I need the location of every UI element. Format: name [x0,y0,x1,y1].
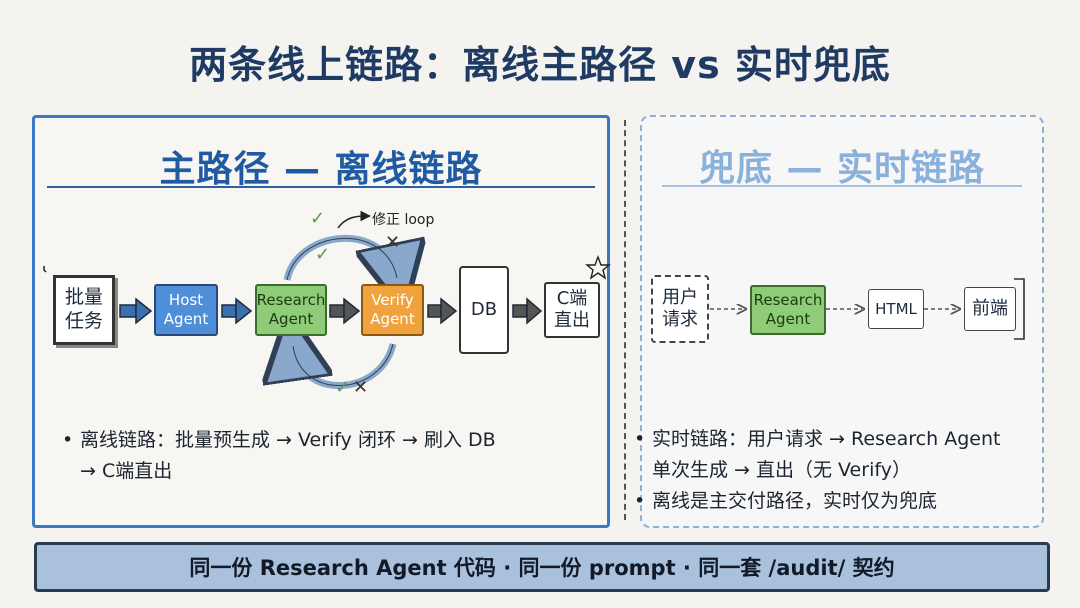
arrow-db-client [512,297,543,325]
fallback-underline [662,185,1022,187]
fallback-bullet-1: •实时链路：用户请求 → Research Agent [634,428,1001,450]
arrow-research-verify [329,297,361,325]
node-client-direct: C端 直出 [544,282,600,338]
fallback-arrows [710,278,1025,340]
node-user-request: 用户 请求 [651,275,709,343]
arrow-batch-host [119,297,153,325]
arrow-verify-db [427,297,458,325]
check-icon: ✓ [310,208,326,229]
shared-code-banner: 同一份 Research Agent 代码 · 同一份 prompt · 同一套… [34,542,1050,592]
main-path-panel: 主路径 — 离线链路 [32,115,611,528]
fallback-bullet-1-cont: 单次生成 → 直出（无 Verify） [652,459,911,481]
node-research-agent: Research Agent [255,284,327,336]
loop-label-arrow [337,210,371,229]
main-path-underline [47,186,595,188]
node-html: HTML [868,289,924,329]
main-path-title: 主路径 — 离线链路 [159,149,483,190]
node-batch-task: 批量 任务 [53,275,115,345]
panel-divider [624,120,626,520]
frontend-bracket [1014,278,1025,340]
node-verify-agent: Verify Agent [361,284,424,336]
node-frontend: 前端 [964,287,1016,331]
arrow-host-research [221,297,253,325]
node-db: DB [459,266,509,354]
main-path-arrows [43,210,611,389]
check-icon-bottom: ✓ [335,377,351,398]
check-icon-loop: ✓ [315,244,331,265]
page-title: 两条线上链路：离线主路径 vs 实时兜底 [189,43,891,87]
star-icon [585,255,611,280]
loop-label: 修正 loop [372,212,435,228]
main-path-bullet-1-cont: → C端直出 [80,460,173,482]
fallback-bullet-2: •离线是主交付路径，实时仅为兜底 [634,490,938,512]
cross-icon-bottom: ✕ [353,377,369,398]
node-host-agent: Host Agent [154,284,218,336]
fallback-title: 兜底 — 实时链路 [698,148,986,189]
fallback-panel: 兜底 — 实时链路 用户 请求 Research Agent HTML 前端 [634,115,1044,528]
node-research-agent-realtime: Research Agent [750,285,826,335]
cross-icon: ✕ [385,232,401,253]
main-path-bullet-1: •离线链路：批量预生成 → Verify 闭环 → 刷入 DB [62,429,496,451]
loop-top-arrow [283,234,397,280]
